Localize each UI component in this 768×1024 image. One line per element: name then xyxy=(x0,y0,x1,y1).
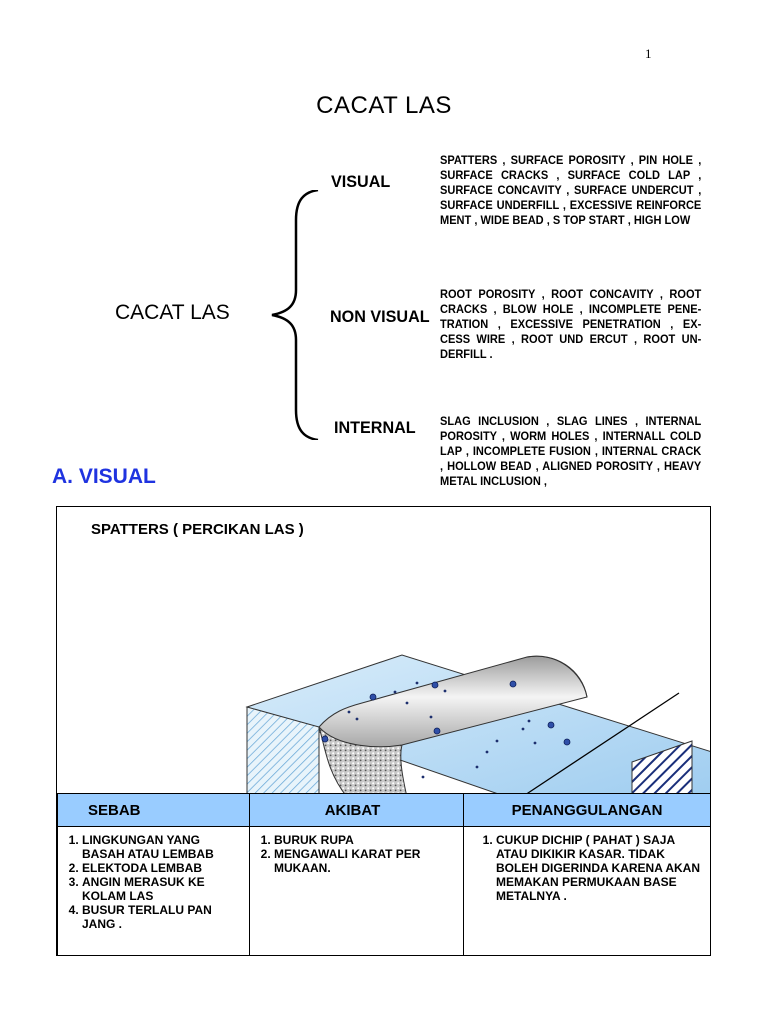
list-item: BUSUR TERLALU PAN JANG . xyxy=(82,903,243,931)
table-cell-penanggulangan: CUKUP DICHIP ( PAHAT ) SAJA ATAU DIKIKIR… xyxy=(463,826,710,955)
branch-label-non-visual: NON VISUAL xyxy=(330,307,430,326)
panel-title: SPATTERS ( PERCIKAN LAS ) xyxy=(91,521,304,538)
list-item: BURUK RUPA xyxy=(274,833,457,847)
table-header-sebab: SEBAB xyxy=(57,793,250,827)
branch-description-visual: SPATTERS , SURFACE POROSITY , PIN HOLE ,… xyxy=(440,153,702,227)
table-header-penanggulangan: PENANGGULANGAN xyxy=(463,793,710,827)
page-title: CACAT LAS xyxy=(316,92,452,119)
branch-description-non-visual: ROOT POROSITY , ROOT CONCAVITY , ROOT CR… xyxy=(440,287,702,361)
list-item: ANGIN MERASUK KE KOLAM LAS xyxy=(82,875,243,903)
section-heading: A. VISUAL xyxy=(52,465,156,488)
list-item: MENGAWALI KARAT PER MUKAAN. xyxy=(274,847,457,875)
list-item: LINGKUNGAN YANG BASAH ATAU LEMBAB xyxy=(82,833,243,861)
diagram-root-label: CACAT LAS xyxy=(115,301,230,324)
table-header-akibat: AKIBAT xyxy=(249,793,464,827)
branch-label-visual: VISUAL xyxy=(331,172,391,191)
table-cell-akibat: BURUK RUPA MENGAWALI KARAT PER MUKAAN. xyxy=(249,826,464,955)
table-cell-sebab: LINGKUNGAN YANG BASAH ATAU LEMBAB ELEKTO… xyxy=(57,826,250,955)
spatter-panel: SPATTERS ( PERCIKAN LAS ) xyxy=(56,506,711,956)
cause-effect-table: SEBAB AKIBAT PENANGGULANGAN LINGKUNGAN Y… xyxy=(57,793,710,955)
branch-label-internal: INTERNAL xyxy=(334,418,416,437)
curly-brace-icon xyxy=(271,190,319,440)
page-number: 1 xyxy=(645,46,652,61)
welded-plate-with-spatter-icon xyxy=(245,654,710,797)
list-item: CUKUP DICHIP ( PAHAT ) SAJA ATAU DIKIKIR… xyxy=(496,833,704,903)
branch-description-internal: SLAG INCLUSION , SLAG LINES , INTERNAL P… xyxy=(440,414,702,488)
list-item: ELEKTODA LEMBAB xyxy=(82,861,243,875)
